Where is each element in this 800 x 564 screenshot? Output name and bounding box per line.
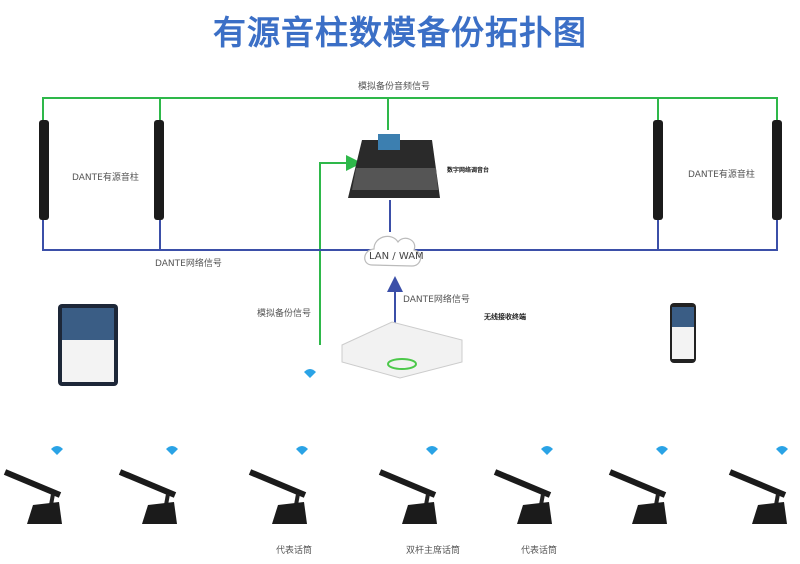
label-wireless-rx: 无线接收终端 (484, 313, 526, 321)
mic-label: 双杆主席话筒 (406, 546, 461, 556)
analog-audio-bus (42, 97, 778, 345)
phone-icon (670, 303, 696, 363)
speaker-column (39, 120, 49, 220)
cloud-icon (364, 235, 422, 267)
label-cloud: LAN / WAM (369, 251, 424, 262)
conference-mic (248, 446, 308, 524)
wireless-receiver-icon (341, 321, 463, 379)
label-dante-net: DANTE网络信号 (155, 259, 222, 269)
conference-mic (728, 446, 788, 524)
wifi-icon (296, 446, 308, 455)
label-analog-backup: 模拟备份信号 (257, 309, 312, 319)
speaker-column (772, 120, 782, 220)
wifi-icon (304, 369, 316, 378)
diagram-title: 有源音柱数模备份拓扑图 (213, 13, 587, 52)
speaker-column (154, 120, 164, 220)
speaker-columns (39, 120, 782, 220)
wifi-icon (51, 446, 63, 455)
wifi-icon (656, 446, 668, 455)
label-dante-net-2: DANTE网络信号 (403, 295, 470, 305)
label-mixer: 数字网络调音台 (447, 167, 490, 174)
label-speaker-right: DANTE有源音柱 (688, 170, 755, 180)
mic-label: 代表话筒 (276, 546, 313, 556)
label-speaker-left: DANTE有源音柱 (72, 173, 139, 183)
wifi-icon (166, 446, 178, 455)
wifi-icon (426, 446, 438, 455)
tablet-icon (58, 304, 118, 386)
conference-mic (608, 446, 668, 524)
wifi-icon (541, 446, 553, 455)
wifi-icon (776, 446, 788, 455)
mixer-icon (348, 134, 440, 198)
speaker-column (653, 120, 663, 220)
conference-mic (3, 446, 63, 524)
mic-label: 代表话筒 (521, 546, 558, 556)
conference-mic (378, 446, 438, 524)
conference-mic (118, 446, 178, 524)
label-analog-audio: 模拟备份音频信号 (358, 82, 431, 92)
conference-mic (493, 446, 553, 524)
